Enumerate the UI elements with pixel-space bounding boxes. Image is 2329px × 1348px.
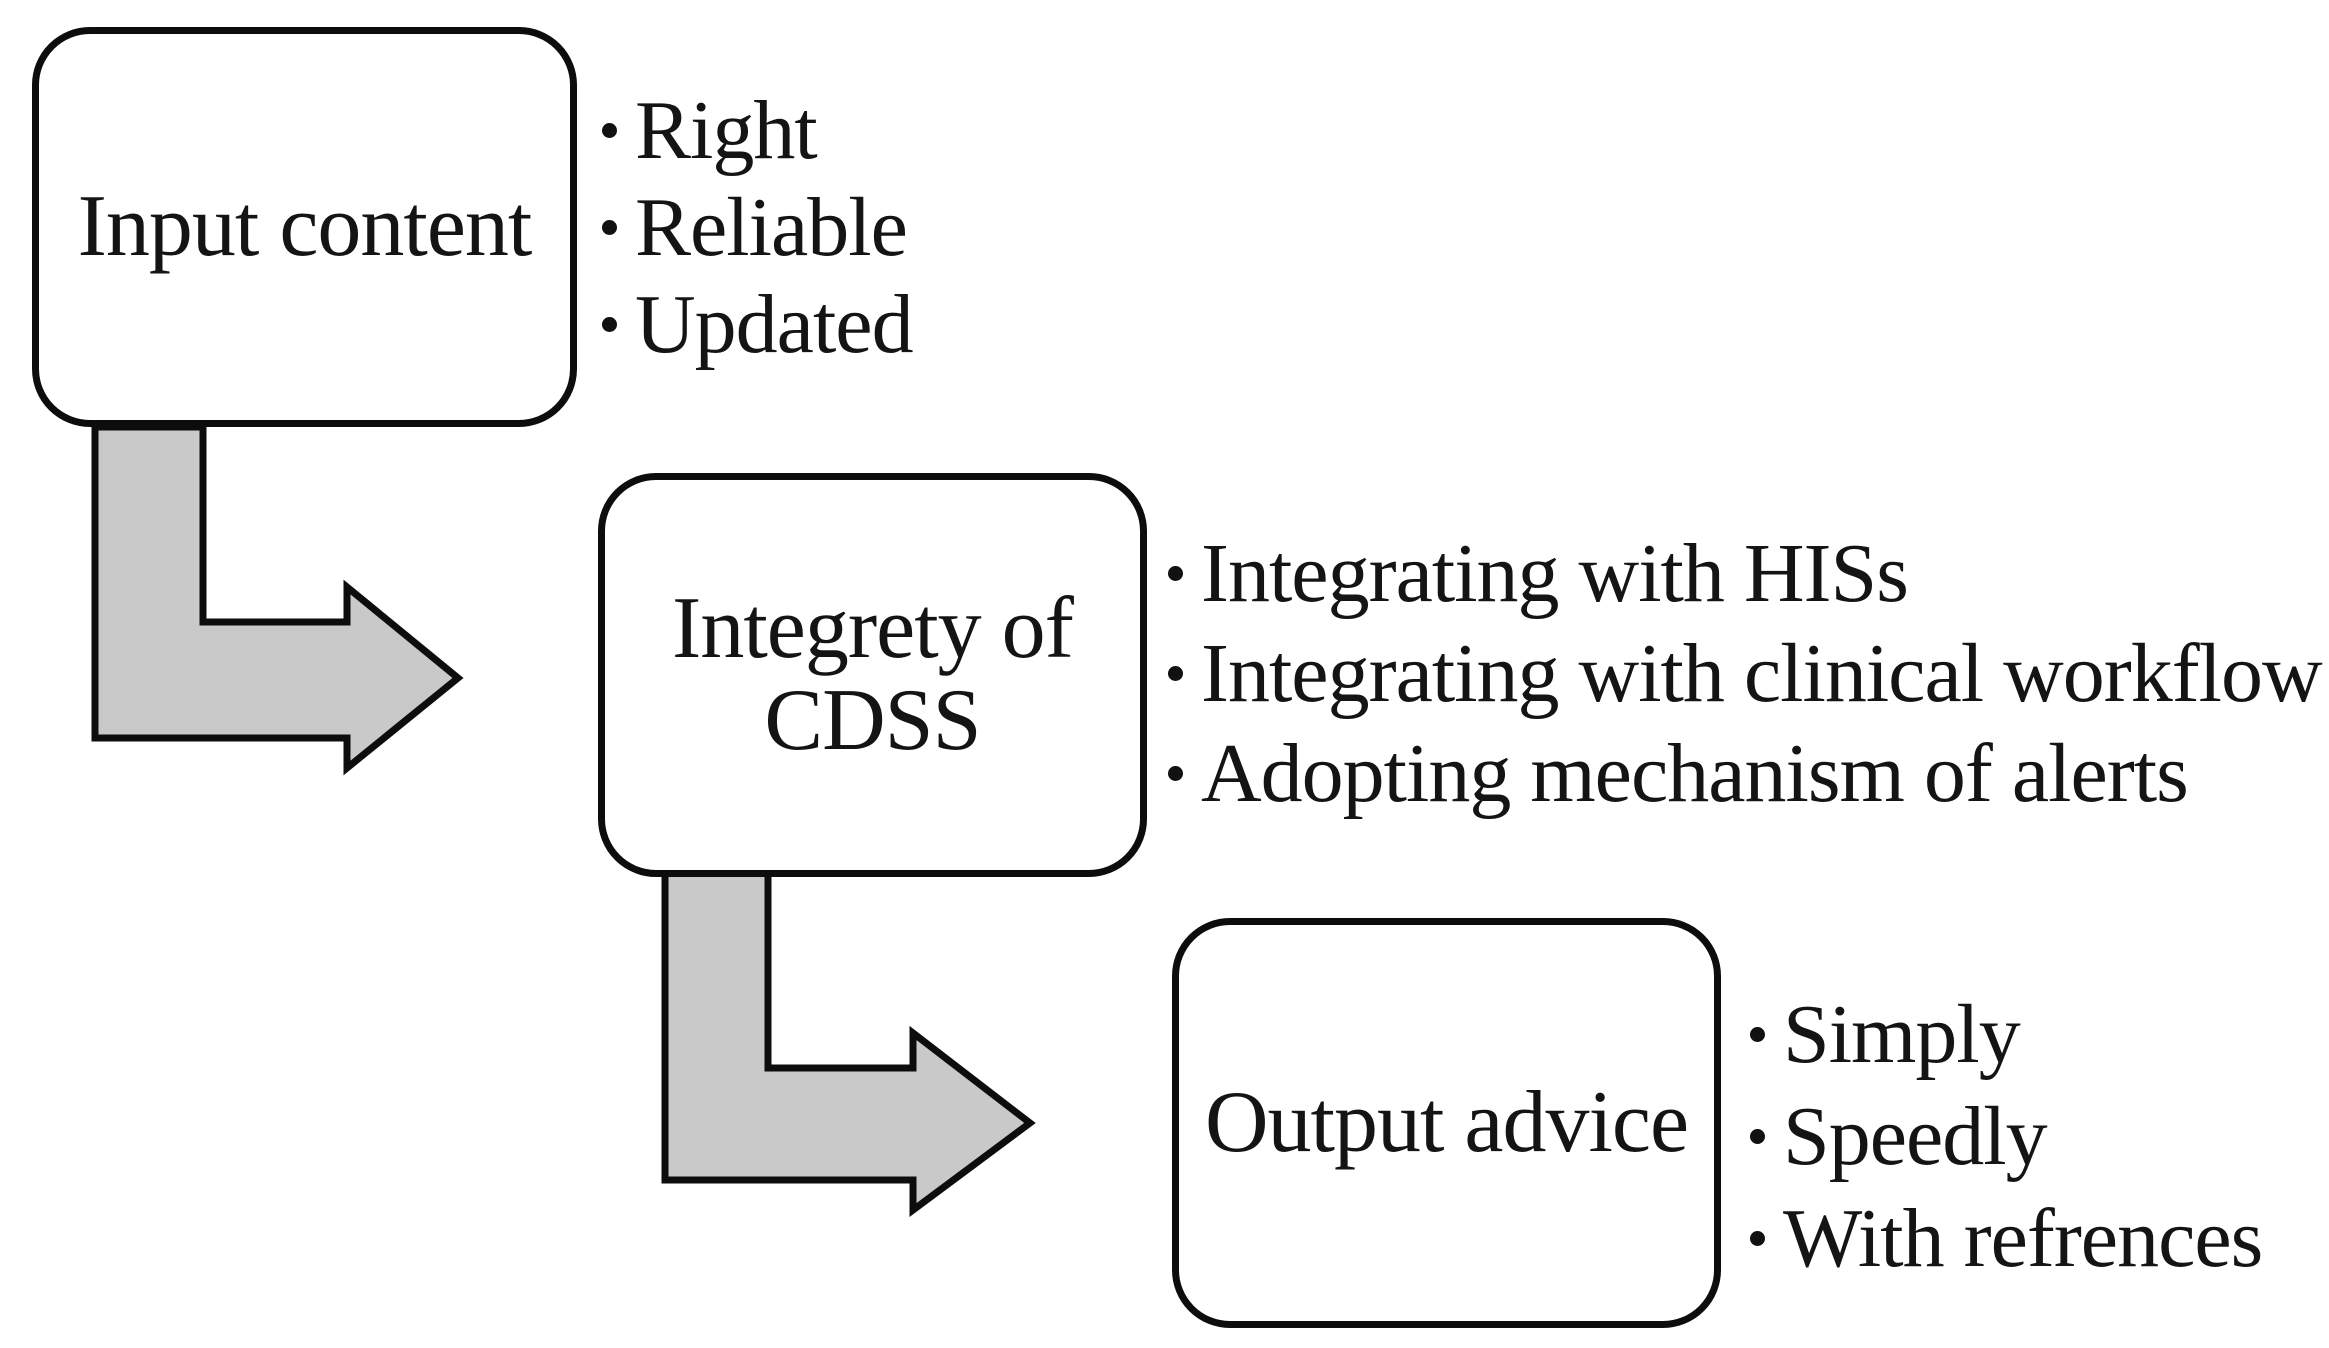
bullet-dot-icon bbox=[1750, 1230, 1765, 1246]
bullet-dot-icon bbox=[602, 123, 617, 138]
step-label-integrety-of-cdss: Integrety of CDSS bbox=[672, 579, 1074, 769]
list-item: Updated bbox=[602, 276, 914, 373]
bullet-text: Reliable bbox=[635, 181, 908, 274]
bullet-list-output-advice: Simply Speedly With refrences bbox=[1750, 983, 2263, 1289]
list-item: With refrences bbox=[1750, 1187, 2263, 1289]
list-item: Right bbox=[602, 82, 913, 179]
list-item: Adopting mechanism of alerts bbox=[1168, 723, 2322, 823]
list-item: Reliable bbox=[602, 179, 913, 276]
step-label-output-advice: Output advice bbox=[1204, 1073, 1689, 1171]
bent-arrow-1-icon bbox=[91, 423, 464, 776]
bullet-dot-icon bbox=[1750, 1026, 1765, 1042]
bullet-text: Adopting mechanism of alerts bbox=[1201, 726, 2189, 820]
list-item: Integrating with clinical workflow bbox=[1168, 623, 2323, 723]
bullet-text: Integrating with clinical workflow bbox=[1201, 626, 2323, 720]
list-item: Speedly bbox=[1750, 1085, 2262, 1187]
bullet-list-input-content: Right Reliable Updated bbox=[602, 82, 914, 373]
bullet-text: With refrences bbox=[1783, 1191, 2263, 1285]
bullet-dot-icon bbox=[602, 220, 617, 235]
step-label-input-content: Input content bbox=[77, 177, 533, 275]
bullet-text: Updated bbox=[635, 278, 914, 371]
bullet-dot-icon bbox=[602, 317, 617, 332]
bullet-text: Simply bbox=[1783, 987, 2021, 1081]
flow-step-box-integrety-of-cdss: Integrety of CDSS bbox=[598, 473, 1147, 877]
flow-step-box-output-advice: Output advice bbox=[1172, 918, 1721, 1328]
step-label-line-1: Integrety of bbox=[672, 579, 1074, 677]
bullet-dot-icon bbox=[1168, 665, 1183, 681]
list-item: Integrating with HISs bbox=[1168, 523, 2322, 623]
bullet-dot-icon bbox=[1168, 765, 1183, 781]
list-item: Simply bbox=[1750, 983, 2262, 1085]
flow-step-box-input-content: Input content bbox=[32, 27, 577, 427]
bullet-dot-icon bbox=[1750, 1128, 1765, 1144]
bullet-text: Right bbox=[635, 84, 818, 177]
bent-arrow-2-icon bbox=[661, 869, 1036, 1217]
bullet-text: Integrating with HISs bbox=[1201, 526, 1909, 620]
bullet-dot-icon bbox=[1168, 565, 1183, 581]
step-label-line-2: CDSS bbox=[764, 672, 981, 769]
bullet-text: Speedly bbox=[1783, 1089, 2048, 1183]
bullet-list-integrety-of-cdss: Integrating with HISs Integrating with c… bbox=[1168, 523, 2323, 823]
